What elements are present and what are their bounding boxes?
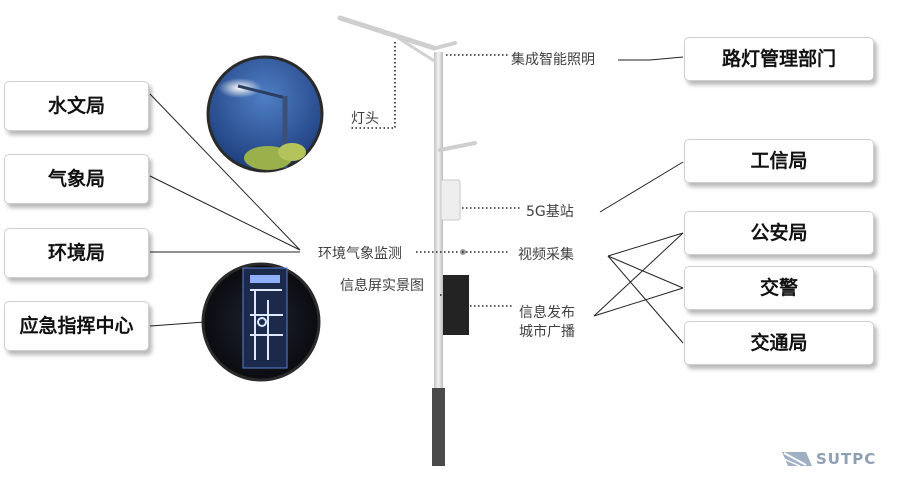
pole-shaft [434,52,443,392]
dotted-leaders [350,42,520,307]
sutpc-logo-icon [782,452,812,467]
label-info-release: 信息发布 [519,305,575,321]
pole-arm-tip [434,41,457,50]
pole-top-arm [337,15,437,51]
street-pole [337,15,477,466]
dept-public-security: 公安局 [684,211,874,255]
label-video-capture: 视频采集 [518,247,574,263]
info-screen-box [443,275,469,335]
label-info-screen-photo: 信息屏实景图 [340,278,424,294]
pole-arm-brace [394,34,437,64]
label-lamp-head: 灯头 [351,111,379,127]
dept-meteorology: 气象局 [4,154,149,204]
connector-lines [149,56,684,344]
dept-road-lamp-management: 路灯管理部门 [684,37,874,81]
screen-photo [201,262,321,382]
dept-miit: 工信局 [684,139,874,183]
5g-box [440,179,461,221]
dept-hydrology: 水文局 [4,81,149,131]
brand-name: SUTPC [816,450,877,468]
dept-traffic-police: 交警 [684,266,874,310]
label-city-broadcast: 城市广播 [519,324,575,340]
pole-mid-arm [438,141,477,152]
pole-base [432,388,445,466]
label-integrated-lighting: 集成智能照明 [511,52,595,68]
label-environment-monitoring: 环境气象监测 [318,246,402,262]
dept-emergency-command: 应急指挥中心 [4,301,149,351]
dept-environment: 环境局 [4,228,149,278]
lamp-photo [206,55,324,173]
label-5g-base-station: 5G基站 [526,204,574,220]
dept-transport: 交通局 [684,321,874,365]
